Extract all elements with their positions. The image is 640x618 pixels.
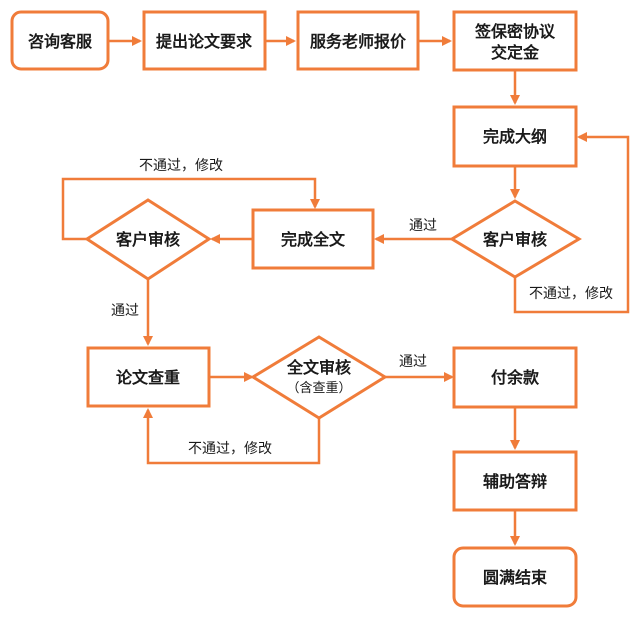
node-defense: 辅助答辩 <box>452 450 578 512</box>
edge-label-review3-pass: 通过 <box>399 354 427 370</box>
edge-label-review1-fail: 不通过，修改 <box>529 286 613 302</box>
edge-label-review1-pass: 通过 <box>409 218 437 234</box>
node-requirements-label: 提出论文要求 <box>156 32 253 51</box>
node-plagiarism: 论文查重 <box>86 346 211 408</box>
node-contract-label-line2: 交定金 <box>491 43 540 62</box>
node-review3-label-line2: （含查重） <box>286 380 351 396</box>
node-outline-label: 完成大纲 <box>483 127 547 146</box>
node-done-label: 圆满结束 <box>483 568 548 587</box>
edge-label-review2-pass: 通过 <box>111 303 139 319</box>
node-consult-label: 咨询客服 <box>28 32 93 51</box>
edge-label-review2-fail: 不通过，修改 <box>139 158 223 174</box>
arrow-review2-fail-loop <box>61 177 320 241</box>
edge-label-review3-fail: 不通过，修改 <box>188 441 272 457</box>
node-requirements: 提出论文要求 <box>142 10 267 71</box>
node-review2-label: 客户审核 <box>116 230 180 249</box>
node-review1: 客户审核 <box>449 199 582 279</box>
node-plagiarism-label: 论文查重 <box>116 368 180 387</box>
node-balance-label: 付余款 <box>491 368 540 387</box>
node-fulltext-label: 完成全文 <box>281 230 346 249</box>
node-review3: 全文审核 （含查重） <box>250 335 388 420</box>
node-review1-label: 客户审核 <box>483 230 547 249</box>
node-defense-label: 辅助答辩 <box>483 472 547 491</box>
node-contract-label-line1: 签保密协议 <box>474 22 556 41</box>
node-outline: 完成大纲 <box>452 105 578 168</box>
arrow-review1-fail-loop <box>513 132 630 314</box>
node-fulltext: 完成全文 <box>251 208 375 270</box>
node-consult: 咨询客服 <box>10 10 110 71</box>
node-quote-label: 服务老师报价 <box>310 32 407 51</box>
node-quote: 服务老师报价 <box>296 10 420 71</box>
arrow-review3-fail-loop <box>143 408 321 465</box>
node-done: 圆满结束 <box>452 546 578 608</box>
node-balance: 付余款 <box>452 346 578 409</box>
node-review2: 客户审核 <box>84 198 212 281</box>
node-review3-label-line1: 全文审核 <box>286 358 351 377</box>
node-contract: 签保密协议 交定金 <box>452 10 578 72</box>
